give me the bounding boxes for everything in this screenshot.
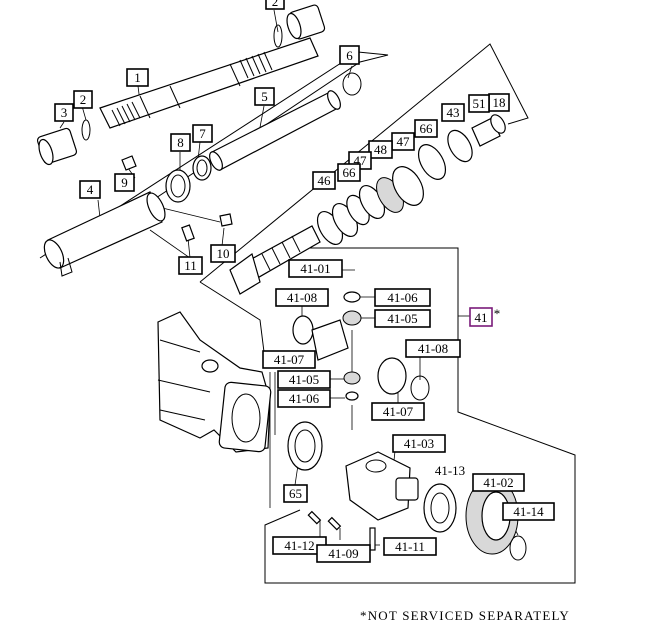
axle-housing-part	[157, 311, 272, 453]
svg-text:7: 7	[199, 126, 206, 141]
svg-text:65: 65	[289, 486, 302, 501]
part-labels: 1 2 2 3 4 5 6 7 8 9 10 11 18 51 43 66 47…	[54, 0, 555, 563]
label-43: 43	[441, 103, 465, 122]
svg-text:41-14: 41-14	[513, 504, 544, 519]
svg-text:41-11: 41-11	[395, 539, 425, 554]
label-66-left: 66	[337, 163, 361, 182]
svg-text:*: *	[494, 306, 501, 321]
svg-text:41-09: 41-09	[328, 546, 358, 561]
label-66-right: 66	[414, 119, 438, 138]
label-41-02: 41-02	[472, 473, 525, 492]
label-11: 11	[178, 256, 203, 275]
label-3: 3	[54, 103, 74, 122]
svg-text:4: 4	[87, 182, 94, 197]
label-41-05-top: 41-05	[374, 309, 431, 328]
svg-text:51: 51	[473, 96, 486, 111]
svg-text:41-13: 41-13	[435, 463, 465, 478]
label-41-08-left: 41-08	[275, 288, 329, 307]
label-41-14: 41-14	[502, 502, 555, 521]
label-1: 1	[126, 68, 149, 87]
svg-text:41-06: 41-06	[289, 391, 320, 406]
label-9: 9	[114, 173, 135, 192]
svg-text:6: 6	[346, 48, 353, 63]
svg-text:41-07: 41-07	[274, 352, 305, 367]
label-5: 5	[254, 87, 275, 106]
svg-text:41: 41	[475, 310, 488, 325]
label-41-12: 41-12	[272, 536, 327, 555]
label-41-13: 41-13	[435, 463, 465, 478]
label-65: 65	[283, 484, 308, 503]
label-41-11: 41-11	[383, 537, 437, 556]
label-51: 51	[468, 94, 490, 113]
svg-text:41-03: 41-03	[404, 436, 434, 451]
ring-stack-parts	[316, 114, 506, 245]
svg-text:11: 11	[184, 258, 197, 273]
svg-text:5: 5	[261, 89, 268, 104]
pinion-gear-part	[229, 225, 321, 295]
clamp-hardware	[121, 155, 233, 242]
svg-text:41-08: 41-08	[287, 290, 317, 305]
label-46: 46	[312, 171, 336, 190]
label-2-left: 2	[73, 90, 93, 109]
svg-text:10: 10	[217, 246, 230, 261]
svg-text:8: 8	[177, 135, 184, 150]
label-41-06-left: 41-06	[277, 389, 331, 408]
label-6: 6	[339, 45, 360, 65]
label-4: 4	[79, 180, 101, 199]
label-41-09: 41-09	[316, 544, 371, 563]
label-41-07-right: 41-07	[371, 402, 425, 421]
svg-text:48: 48	[374, 142, 387, 157]
label-41-07-left: 41-07	[262, 350, 316, 369]
svg-text:66: 66	[343, 165, 357, 180]
bushing-parts	[36, 4, 326, 166]
svg-text:41-02: 41-02	[483, 475, 513, 490]
label-10: 10	[210, 244, 236, 263]
label-41-05-left: 41-05	[277, 370, 331, 389]
label-41-08-right: 41-08	[405, 339, 461, 358]
svg-text:18: 18	[493, 95, 506, 110]
svg-text:2: 2	[80, 92, 87, 107]
footnote: *NOT SERVICED SEPARATELY	[360, 608, 570, 623]
label-2-top: 2	[265, 0, 285, 10]
svg-text:43: 43	[447, 105, 460, 120]
label-41: 41 *	[469, 306, 501, 327]
label-41-06-top: 41-06	[374, 288, 431, 307]
svg-text:41-07: 41-07	[383, 404, 414, 419]
svg-text:41-12: 41-12	[284, 538, 314, 553]
label-48: 48	[368, 140, 393, 159]
svg-text:41-05: 41-05	[289, 372, 319, 387]
svg-text:2: 2	[272, 0, 279, 9]
svg-text:41-01: 41-01	[300, 261, 330, 276]
label-8: 8	[170, 133, 191, 152]
svg-text:41-06: 41-06	[387, 290, 418, 305]
housing-tube-part	[43, 191, 166, 277]
svg-text:47: 47	[397, 134, 411, 149]
label-18: 18	[488, 93, 510, 112]
label-7: 7	[192, 124, 213, 143]
label-41-01: 41-01	[288, 259, 343, 278]
differential-parts	[292, 291, 527, 561]
tube-shaft-part	[209, 72, 362, 171]
label-47-right: 47	[391, 132, 415, 151]
svg-text:46: 46	[318, 173, 332, 188]
bearing-part	[287, 421, 323, 471]
svg-text:1: 1	[134, 70, 141, 85]
svg-text:41-08: 41-08	[418, 341, 448, 356]
svg-text:9: 9	[121, 175, 128, 190]
svg-text:41-05: 41-05	[387, 311, 417, 326]
svg-text:3: 3	[61, 105, 68, 120]
label-41-03: 41-03	[392, 434, 446, 453]
svg-text:66: 66	[420, 121, 434, 136]
drive-shaft-part	[99, 37, 319, 129]
